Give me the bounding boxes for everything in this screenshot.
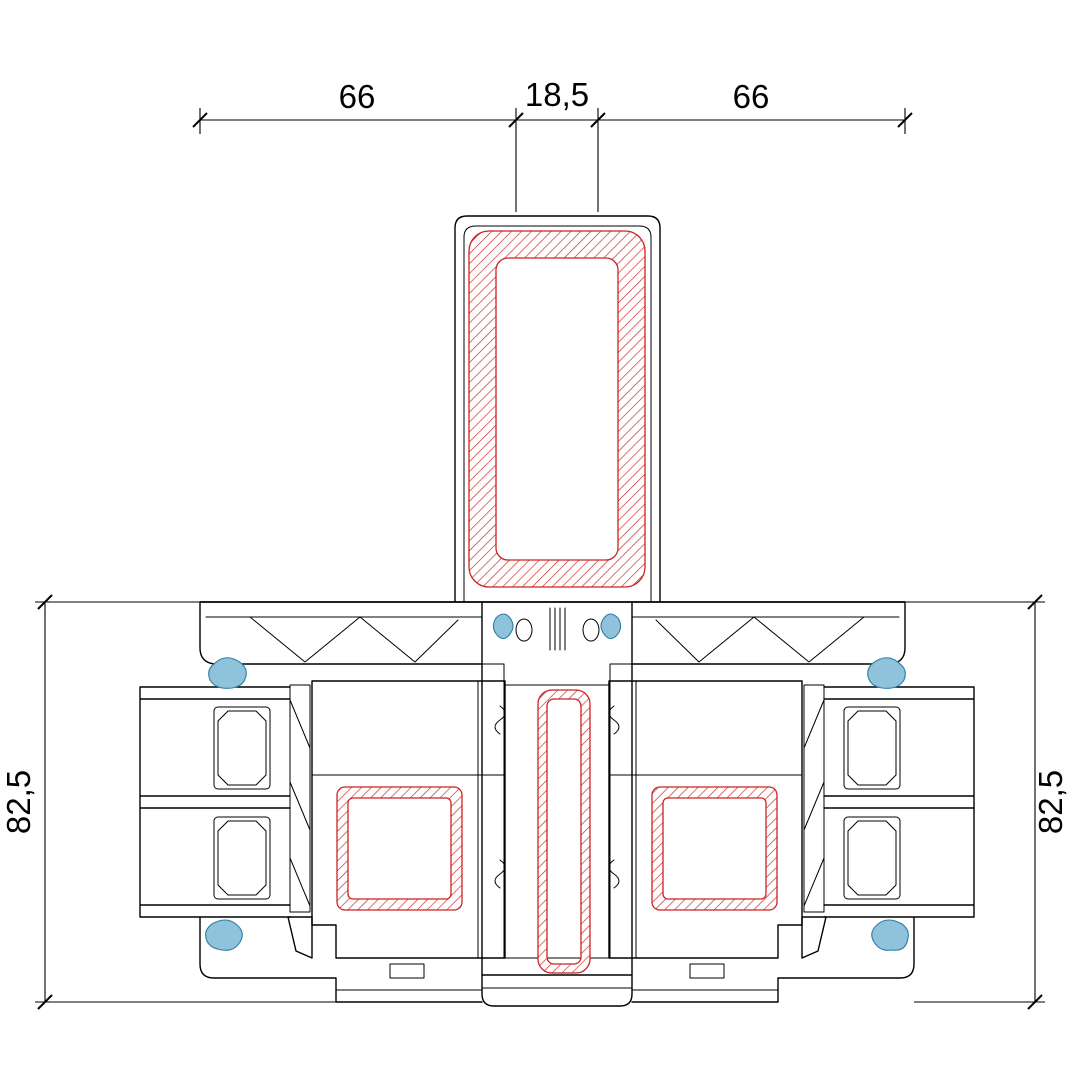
glazing-clamp-left-braces	[289, 699, 311, 907]
dim-label-right-side: 82,5	[1032, 770, 1069, 834]
gasket-top-right	[867, 657, 906, 689]
dim-label-top-left: 66	[339, 78, 376, 115]
steel-reinforcement-mullion	[468, 230, 646, 588]
gasket-top-left	[208, 657, 247, 689]
sash-left-inner-walls	[311, 680, 506, 959]
glazing-clamp-left	[289, 684, 311, 913]
glazing-bead-left	[287, 916, 313, 959]
dimension-left: 82,5	[0, 594, 336, 1010]
glazing-unit-left	[139, 686, 291, 918]
center-seal-squiggles	[494, 705, 620, 889]
sash-right-inner-walls	[608, 680, 803, 959]
dimension-top-ticks	[192, 112, 913, 128]
glass-panes-right	[823, 686, 975, 918]
glazing-spacer-left-1-inner	[217, 710, 267, 786]
mullion-outer-contour	[454, 215, 661, 602]
glazing-spacer-right-1	[843, 706, 901, 790]
dim-label-top-center: 18,5	[525, 76, 589, 113]
screw-channel-right	[582, 618, 600, 642]
mullion-profile	[454, 215, 661, 603]
frame-head-profile	[199, 601, 906, 665]
dimension-right-extensions	[905, 601, 1045, 1003]
frame-sill-right	[631, 917, 915, 1003]
glazing-spacer-left-1	[213, 706, 271, 790]
center-brush-seal	[549, 607, 566, 651]
dimension-left-extensions	[35, 601, 336, 1003]
frame-head-right-end	[631, 601, 906, 665]
frame-sill-left-bracket	[389, 963, 425, 979]
frame-sill-right-outline	[631, 917, 915, 1003]
gasket-bottom-right	[871, 919, 909, 951]
screw-channel-left	[515, 618, 533, 642]
dimension-right-ticks	[1027, 594, 1043, 1010]
gasket-bottom-left	[205, 919, 243, 951]
gaskets	[205, 657, 909, 951]
mullion-inner-contour	[463, 225, 652, 603]
sash-profile-left	[287, 680, 506, 959]
mullion-lower-inner-walls	[481, 663, 633, 959]
frame-head-chambers-left	[249, 616, 459, 663]
glazing-clamp-right-braces	[803, 699, 825, 907]
steel-reinforcement-sash-right	[651, 786, 778, 911]
glass-panes-left	[139, 686, 291, 918]
dimension-left-ticks	[37, 594, 53, 1010]
gasket-mullion-right	[600, 613, 622, 640]
dimension-top-extensions	[199, 108, 906, 212]
frame-head-chambers-right	[655, 616, 865, 663]
dim-label-left-side: 82,5	[0, 770, 37, 834]
glazing-clamp-right	[803, 684, 825, 913]
glazing-spacer-left-2-inner	[217, 820, 267, 896]
glazing-spacer-right-2-inner	[847, 820, 897, 896]
steel-reinforcement-sash-left	[336, 786, 463, 911]
glazing-bead-right	[801, 916, 827, 959]
glazing-spacer-left-2	[213, 816, 271, 900]
dimension-right: 82,5	[905, 594, 1069, 1010]
mullion-lower-body	[481, 601, 633, 1007]
glazing-spacer-right-2	[843, 816, 901, 900]
frame-sill-left	[199, 917, 483, 1003]
mullion-base-details	[492, 607, 622, 651]
steel-reinforcement-center-bar	[537, 689, 591, 974]
sash-profile-right	[608, 680, 827, 959]
dimension-top: 66 18,5 66	[192, 76, 913, 212]
gasket-mullion-left	[492, 613, 514, 640]
dim-label-top-right: 66	[733, 78, 770, 115]
mullion-foot	[481, 974, 633, 1007]
glazing-spacer-right-1-inner	[847, 710, 897, 786]
frame-sill-left-outline	[199, 917, 483, 1003]
frame-sill-right-bracket	[689, 963, 725, 979]
glazing-unit-right	[823, 686, 975, 918]
